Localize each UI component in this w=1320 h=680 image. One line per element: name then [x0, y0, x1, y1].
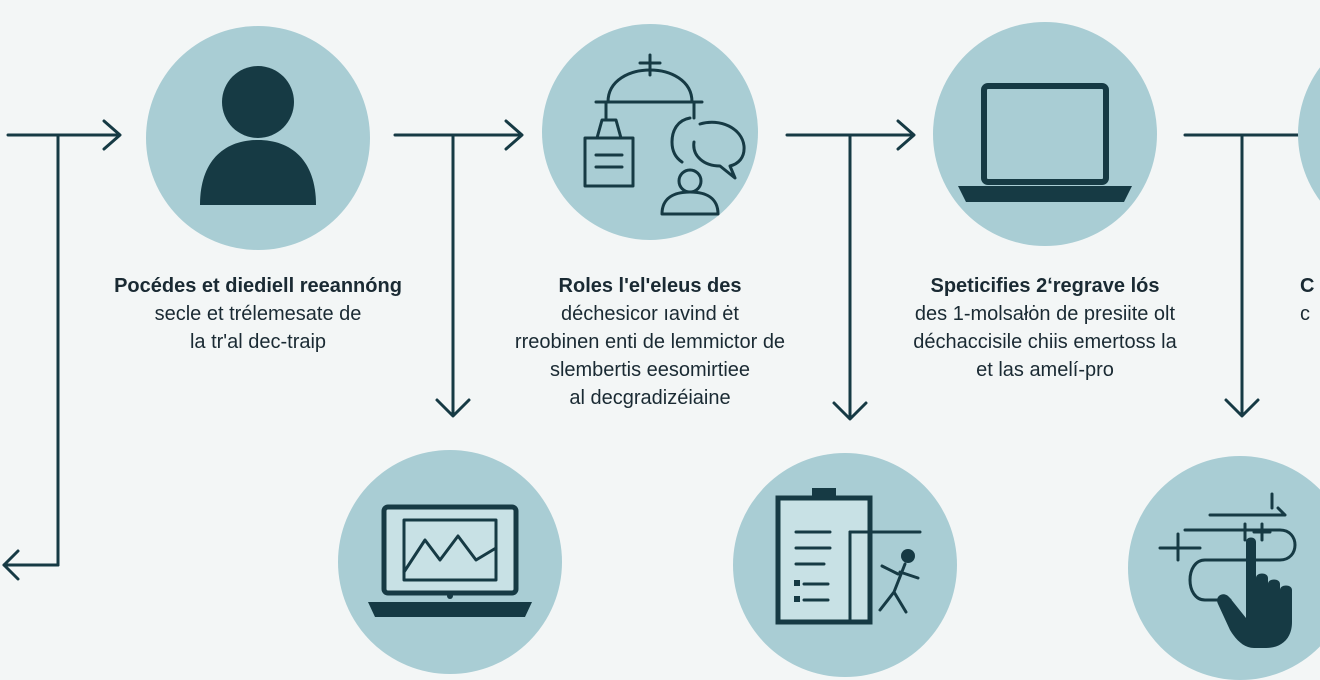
scale-chat-icon: [583, 53, 746, 216]
left-connector: [2, 119, 122, 581]
connector-1-2: [393, 119, 524, 418]
sub-node-1: [338, 450, 562, 674]
step-4-line-2: c: [1300, 303, 1310, 325]
step-2-line-1: déchesicor ıavind ėt: [561, 303, 739, 325]
sub-node-2: [733, 453, 957, 677]
step-1-caption: Pocédes et diediell reeannóng secle et t…: [88, 272, 428, 356]
step-2-title: Roles l'el'eleus des: [558, 275, 742, 297]
step-3-line-3: et las amelí-pro: [976, 359, 1114, 381]
step-1-title: Pocédes et diediell reeannóng: [114, 275, 402, 297]
step-3-line-1: des 1-molsałȯn de presiite olt: [914, 303, 1176, 325]
hand-pointer-icon: [1158, 492, 1297, 648]
step-2-node: [542, 24, 758, 240]
connector-2-3: [785, 119, 916, 421]
step-2-line-2: rreobinen enti de lemmictor de: [514, 331, 786, 353]
sub-node-3: [1128, 456, 1320, 680]
step-1-line-2: la tr'al dec-traip: [189, 331, 327, 353]
step-2-line-3: slembertis eesomirtiee: [549, 359, 751, 381]
step-1-node: [146, 26, 370, 250]
clipboard-person-icon: [775, 488, 922, 625]
step-3-caption: Speticifies 2ʻregrave lós des 1-molsałȯn…: [875, 272, 1215, 384]
step-2-caption: Roles l'el'eleus des déchesicor ıavind ė…: [480, 272, 820, 412]
step-1-line-1: secle et trélemesate de: [154, 303, 362, 325]
laptop-icon: [958, 83, 1132, 202]
step-3-line-2: déchaccisile chiis emertoss la: [913, 331, 1177, 353]
monitor-chart-icon: [368, 504, 532, 617]
step-3-title: Speticifies 2ʻregrave lós: [930, 275, 1160, 297]
step-2-line-4: al decgradizéiaine: [569, 387, 731, 409]
step-4-title: C: [1300, 275, 1315, 297]
person-icon: [200, 66, 316, 205]
step-4-node: [1298, 67, 1320, 201]
step-3-node: [933, 22, 1157, 246]
step-4-caption: C c: [1300, 272, 1320, 328]
